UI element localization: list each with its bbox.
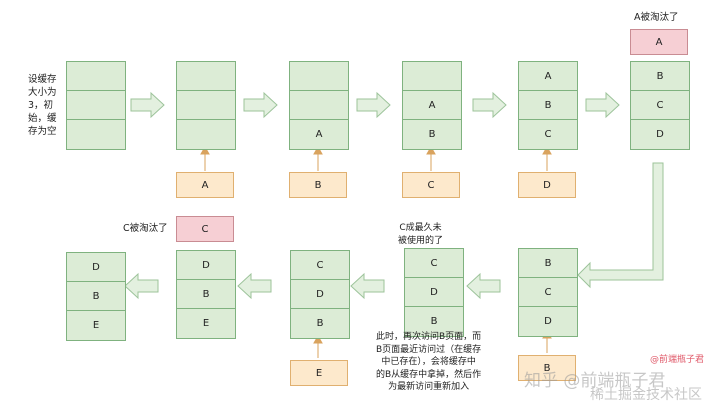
cache-cell: D [544, 316, 552, 327]
evicted-item-a: A [630, 29, 688, 55]
cache-stack-5: A B C [518, 61, 578, 150]
evicted-label-a: A被淘汰了 [634, 12, 679, 23]
cache-cell: B [430, 316, 438, 327]
cache-cell [67, 120, 125, 149]
arrow-left-2 [350, 272, 385, 300]
cache-cell [290, 62, 348, 91]
arrow-turn-down [577, 162, 664, 289]
cache-cell: D [177, 251, 235, 280]
arrow-right-3 [356, 91, 391, 119]
cache-cell [67, 91, 125, 120]
cache-stack-6: B C D [630, 61, 690, 150]
cache-cell: D [405, 278, 463, 307]
arrow-right-4 [472, 91, 507, 119]
arrow-right-2 [243, 91, 278, 119]
lru-note: C成最久未 被使用的了 [398, 223, 444, 246]
cache-stack-1 [66, 61, 126, 150]
cache-stack-10: D B E [176, 250, 236, 339]
cache-stack-2 [176, 61, 236, 150]
input-item: E [290, 360, 348, 386]
cache-cell: A [403, 91, 461, 120]
cache-stack-9: C D B [290, 250, 350, 339]
cache-cell: D [67, 253, 125, 282]
cache-stack-8: C D B [404, 248, 464, 337]
cache-cell [290, 91, 348, 120]
cache-cell [403, 62, 461, 91]
cache-cell: C [519, 278, 577, 307]
arrow-left-1 [466, 272, 501, 300]
cache-cell: D [291, 280, 349, 309]
cache-cell: C [405, 249, 463, 278]
cache-stack-4: A B [402, 61, 462, 150]
cache-cell: D [656, 129, 664, 140]
cache-cell: B [519, 249, 577, 278]
cache-cell: B [519, 91, 577, 120]
zhihu-watermark: 知乎 @前端瓶子君 [524, 371, 666, 391]
cache-cell: C [631, 91, 689, 120]
author-tag: @前端瓶子君 [650, 355, 705, 365]
cache-stack-7: B C D [518, 248, 578, 337]
cache-cell: C [291, 251, 349, 280]
input-item: B [518, 355, 576, 381]
evicted-label-c: C被淘汰了 [123, 223, 168, 234]
cache-cell [177, 91, 235, 120]
arrow-left-4 [124, 272, 159, 300]
cache-cell: E [92, 320, 100, 331]
arrow-right-1 [130, 91, 165, 119]
cache-cell [67, 62, 125, 91]
init-label: 设缓存 大小为 3，初 始，缓 存为空 [28, 74, 57, 137]
cache-cell: B [67, 282, 125, 311]
access-note: 此时，再次访问B页面，而 B页面最近访问过（在缓存 中已存在），会将缓存中 的B… [376, 332, 482, 392]
juejin-watermark: 稀土掘金技术社区 [590, 387, 702, 403]
cache-cell: A [315, 129, 323, 140]
evicted-item-c: C [176, 216, 234, 242]
cache-cell [177, 62, 235, 91]
arrow-right-5 [585, 91, 620, 119]
cache-cell: C [544, 129, 552, 140]
input-item: C [402, 172, 460, 198]
cache-cell: B [428, 129, 436, 140]
arrow-left-3 [237, 272, 272, 300]
input-item: B [289, 172, 347, 198]
input-item: A [176, 172, 234, 198]
cache-stack-11: D B E [66, 252, 126, 341]
cache-cell: B [631, 62, 689, 91]
cache-cell: B [177, 280, 235, 309]
input-item: D [518, 172, 576, 198]
cache-cell: A [519, 62, 577, 91]
cache-cell: E [202, 318, 210, 329]
cache-stack-3: A [289, 61, 349, 150]
cache-cell: B [316, 318, 324, 329]
cache-cell [177, 120, 235, 149]
